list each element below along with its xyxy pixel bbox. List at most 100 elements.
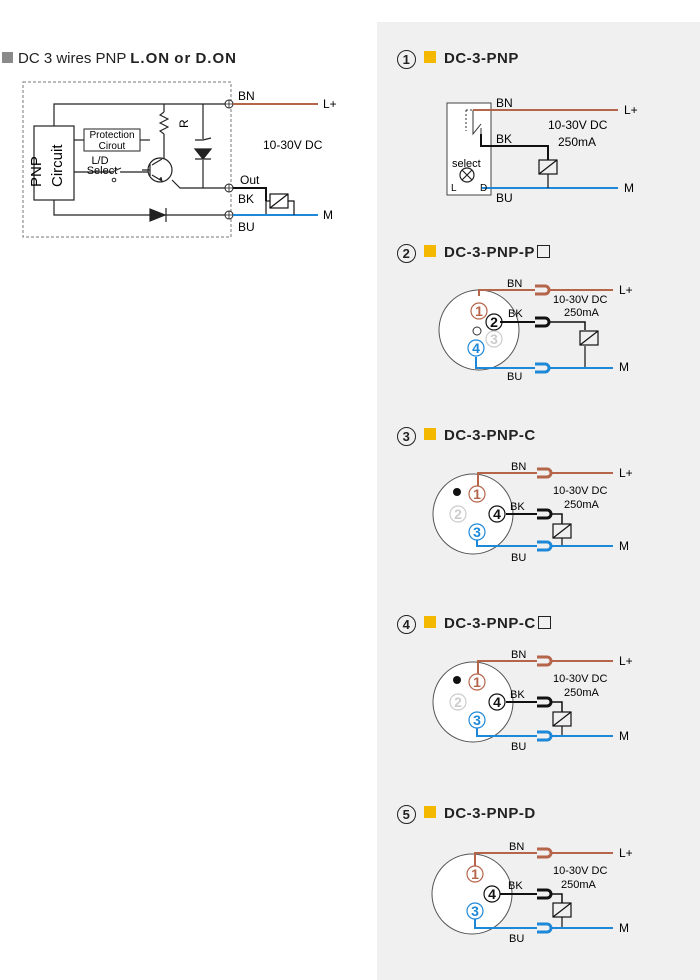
blue-wire	[476, 728, 537, 737]
brown-wire	[474, 852, 537, 866]
l-label: L	[451, 183, 457, 194]
section-3-diagram: 1 2 3 4 BN BK BU L+ M 10-30V DC 250mA	[432, 461, 633, 564]
section-number-badge: 3	[397, 427, 416, 446]
load-relay-icon	[538, 159, 558, 175]
m-label: M	[619, 539, 629, 553]
m-label: M	[323, 208, 333, 222]
black-wire	[480, 134, 549, 160]
pin-1-label: 1	[475, 303, 483, 319]
lplus-label: L+	[619, 846, 633, 860]
blue-wire	[474, 919, 537, 929]
bk-label: BK	[510, 501, 525, 513]
pin-2-label: 2	[454, 694, 462, 710]
select-label: select	[452, 158, 481, 170]
pin-1-label: 1	[473, 674, 481, 690]
lplus-label: L+	[323, 97, 337, 111]
section-number-badge: 1	[397, 50, 416, 69]
sensor-outline	[22, 81, 232, 238]
pin-1-label: 1	[473, 486, 481, 502]
section-title-text: DC-3-PNP-C	[444, 427, 536, 444]
m-label: M	[619, 360, 629, 374]
bk-label: BK	[508, 308, 523, 320]
bu-label: BU	[511, 741, 526, 753]
load-relay-icon	[552, 902, 572, 918]
section-2-title: 2 DC-3-PNP-P	[397, 244, 550, 264]
section-4-diagram: 1 2 3 4 BN BK BU L+ M 10-30V DC 250mA	[432, 649, 633, 753]
connector-face	[438, 289, 520, 371]
select-switch-icon	[111, 167, 122, 173]
m-label: M	[619, 729, 629, 743]
pin-2-label: 2	[454, 506, 462, 522]
circuit-label: Circuit	[49, 144, 66, 187]
bn-label: BN	[509, 841, 524, 853]
m-label: M	[624, 181, 634, 195]
load-relay-icon	[552, 711, 572, 727]
select-label: Select	[87, 165, 118, 177]
section-title-text: DC-3-PNP-D	[444, 805, 536, 822]
section-number-badge: 2	[397, 244, 416, 263]
ld-label: L/D	[91, 155, 108, 167]
orange-square-icon	[424, 51, 436, 63]
grey-square-icon	[2, 52, 13, 63]
d-label: D	[480, 183, 487, 194]
bu-label: BU	[496, 191, 513, 205]
bk-label: BK	[510, 689, 525, 701]
section-title-text: DC-3-PNP-P	[444, 244, 535, 261]
voltage-label: 10-30V DC	[548, 118, 608, 132]
pin-2-label: 2	[490, 314, 498, 330]
bn-label: BN	[238, 89, 255, 103]
brown-wire	[477, 472, 537, 486]
internal-circuit-diagram: PNP Circuit R Protection Cirout L/D Sele…	[22, 81, 337, 238]
protection-circuit-box	[83, 128, 141, 152]
bk-label: BK	[508, 880, 523, 892]
protection-label: Protection	[89, 130, 134, 141]
voltage-label: 10-30V DC	[553, 865, 607, 877]
lplus-label: L+	[619, 283, 633, 297]
section-number-badge: 5	[397, 805, 416, 824]
section-2-diagram: 1 2 3 4 BN BK BU L+ M 10-30V DC 250mA	[438, 278, 633, 383]
black-wire	[233, 187, 267, 201]
pin-4-label: 4	[493, 506, 501, 522]
pin-3-label: 3	[471, 903, 479, 919]
orange-square-icon	[424, 806, 436, 818]
voltage-label: 10-30V DC	[553, 673, 607, 685]
placeholder-box-icon	[537, 616, 551, 629]
current-label: 250mA	[564, 307, 600, 319]
lplus-label: L+	[619, 466, 633, 480]
title-prefix: DC 3 wires PNP	[18, 50, 127, 67]
pnp-label: PNP	[28, 156, 45, 187]
pin-3-label: 3	[473, 712, 481, 728]
section-3-title: 3 DC-3-PNP-C	[397, 427, 536, 447]
voltage-label: 10-30V DC	[553, 485, 607, 497]
zener-diode-icon	[193, 148, 213, 160]
load-relay-icon	[552, 523, 572, 539]
bn-label: BN	[511, 461, 526, 473]
title-or: or	[174, 50, 192, 67]
bn-label: BN	[511, 649, 526, 661]
blue-wire	[476, 540, 537, 547]
bu-label: BU	[507, 371, 522, 383]
current-label: 250mA	[558, 135, 596, 149]
resistor-icon	[158, 111, 170, 135]
pin-4-label: 4	[493, 694, 501, 710]
section-5-diagram: 1 4 3 BN BK BU L+ M 10-30V DC 250mA	[431, 841, 633, 945]
right-panel-background	[377, 22, 700, 980]
bu-label: BU	[238, 220, 255, 234]
bk-label: BK	[496, 132, 512, 146]
brown-wire	[477, 660, 537, 674]
blue-wire	[475, 357, 535, 369]
bk-label: BK	[238, 192, 254, 206]
lplus-label: L+	[624, 103, 638, 117]
pin-3-label: 3	[490, 331, 498, 347]
bu-label: BU	[509, 933, 524, 945]
section-1-diagram: BN BK BU L+ M 10-30V DC 250mA select L D	[446, 96, 638, 205]
bn-label: BN	[507, 278, 522, 290]
pin-3-label: 3	[473, 524, 481, 540]
cirout-label: Cirout	[99, 141, 126, 152]
title-mode-don: D.ON	[195, 50, 237, 67]
orange-square-icon	[424, 616, 436, 628]
section-5-title: 5 DC-3-PNP-D	[397, 805, 536, 825]
voltage-label: 10-30V DC	[553, 294, 607, 306]
